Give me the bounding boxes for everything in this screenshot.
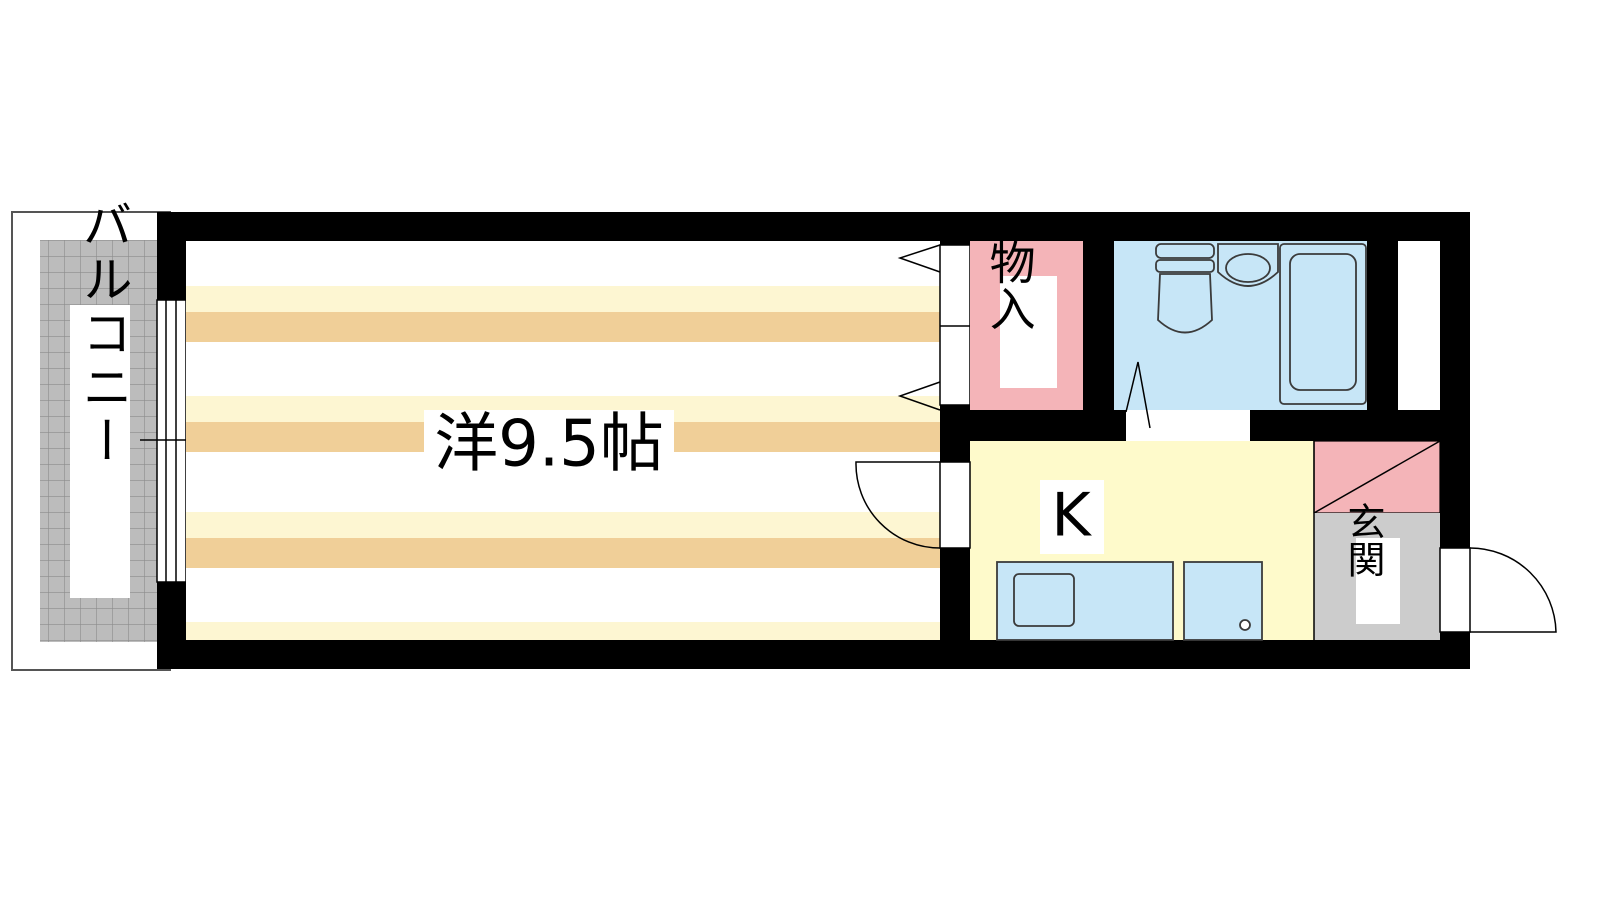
- storage: 物入: [970, 239, 1083, 410]
- bathroom-door: [1125, 361, 1250, 441]
- sink-icon: [1217, 243, 1279, 287]
- western-room: 洋9.5帖: [186, 241, 940, 640]
- bathroom: [1114, 241, 1367, 410]
- western-room-label: 洋9.5帖: [434, 408, 664, 482]
- entry-door: [1439, 547, 1557, 633]
- entrance-label: 玄関: [1341, 502, 1385, 578]
- toilet-icon: [1155, 243, 1215, 334]
- room-door: [855, 461, 971, 549]
- kitchen-label: K: [1051, 481, 1092, 551]
- stove-icon: [1183, 561, 1263, 641]
- balcony: バルコニー: [11, 199, 171, 671]
- storage-label: 物入: [983, 239, 1037, 331]
- side-window: [1398, 241, 1440, 410]
- closet-doors: [897, 244, 971, 411]
- balcony-label: バルコニー: [75, 199, 133, 469]
- bathtub-icon: [1279, 243, 1367, 405]
- entrance: 玄関: [1313, 440, 1441, 640]
- balcony-window: [140, 299, 198, 583]
- sink-counter-icon: [996, 561, 1174, 641]
- kitchen: K: [970, 441, 1314, 641]
